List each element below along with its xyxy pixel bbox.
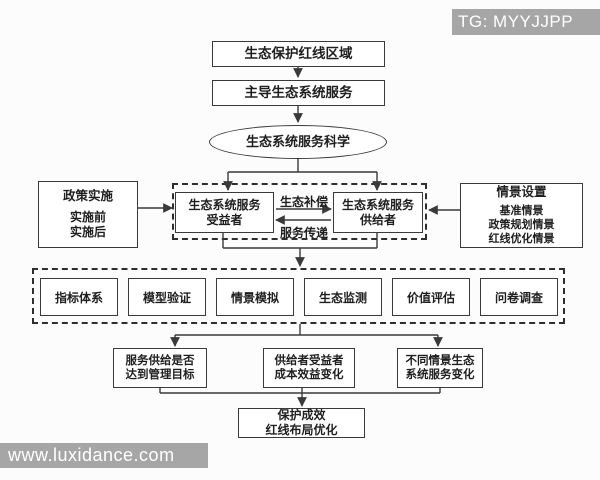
methods-dashed-panel [32,268,565,324]
final-effect-box: 保护成效 红线布局优化 [238,408,365,438]
redline-region-label: 生态保护红线区域 [244,45,353,61]
dominant-services-box: 主导生态系统服务 [212,80,385,106]
policy-title: 政策实施 [62,188,113,203]
outcome3-line1: 不同情景生态 [405,354,475,367]
service-transfer-label: 服务传递 [279,226,328,240]
watermark-bottom-left: www.luxidance.com [0,443,208,468]
scenario-policy-plan: 政策规划情景 [488,218,555,231]
method-box-eco-monitoring: 生态监测 [304,278,382,316]
policy-line-before: 实施前 [69,210,106,225]
ess-science-ellipse: 生态系统服务科学 [209,125,387,159]
beneficiary-box: 生态系统服务 受益者 [175,192,274,233]
outcome-box-scenario-change: 不同情景生态 系统服务变化 [397,348,483,388]
method-box-value-assessment: 价值评估 [392,278,470,316]
watermark-top-right: TG: MYYJJPP [452,9,600,35]
method-box-model-validation: 模型验证 [128,278,206,316]
dominant-services-label: 主导生态系统服务 [244,84,353,100]
beneficiary-line1: 生态系统服务 [188,197,261,212]
outcome2-line1: 供给者受益者 [274,354,344,367]
provider-line1: 生态系统服务 [341,197,414,212]
ess-science-label: 生态系统服务科学 [245,133,350,149]
scenario-redline-opt: 红线优化情景 [488,232,555,245]
method-box-scenario-simulation: 情景模拟 [216,278,294,316]
method-box-indicator-system: 指标体系 [40,278,118,316]
final-line1: 保护成效 [277,408,326,422]
beneficiary-line2: 受益者 [206,212,243,227]
outcome-box-cost-benefit: 供给者受益者 成本效益变化 [263,348,355,388]
methods-row: 指标体系 模型验证 情景模拟 生态监测 价值评估 问卷调查 [40,278,558,316]
policy-implementation-box: 政策实施 实施前 实施后 [38,181,138,248]
interaction-dashed-panel [172,183,427,240]
provider-box: 生态系统服务 供给者 [333,192,423,233]
scenario-baseline: 基准情景 [499,205,544,218]
outcome1-line2: 达到管理目标 [125,369,195,381]
scenario-setting-box: 情景设置 基准情景 政策规划情景 红线优化情景 [460,183,583,248]
final-line2: 红线布局优化 [265,423,338,437]
method-box-questionnaire: 问卷调查 [480,278,558,316]
outcome1-line1: 服务供给是否 [125,354,195,367]
provider-line2: 供给者 [359,212,396,227]
compensation-label: 生态补偿 [279,195,328,209]
outcome2-line2: 成本效益变化 [274,369,344,381]
policy-line-after: 实施后 [69,225,106,240]
redline-region-box: 生态保护红线区域 [212,41,385,67]
outcome-box-management-goal: 服务供给是否 达到管理目标 [113,348,207,388]
scenario-title: 情景设置 [496,184,547,199]
outcome3-line2: 系统服务变化 [405,369,475,381]
